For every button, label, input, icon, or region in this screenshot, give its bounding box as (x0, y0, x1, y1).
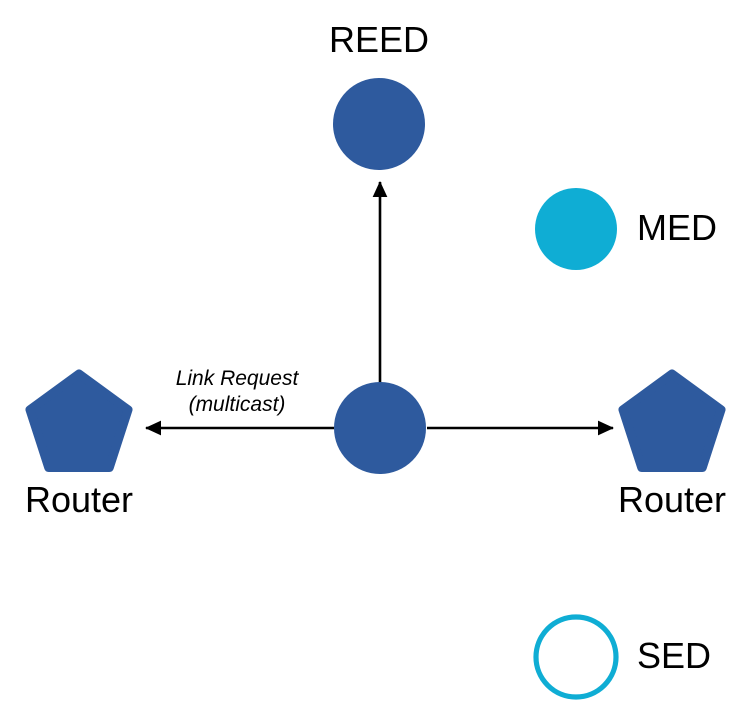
node-router-left[interactable] (25, 369, 133, 472)
node-sed[interactable] (533, 614, 619, 700)
edge-group (145, 181, 614, 436)
node-label-med: MED (637, 207, 717, 248)
edge-label-line-1: Link Request (175, 367, 299, 390)
node-label-sed: SED (637, 635, 712, 676)
edge-label-line-2: (multicast) (188, 393, 286, 417)
node-group (25, 78, 726, 700)
node-label-router-right: Router (617, 479, 727, 520)
node-reed[interactable] (333, 78, 425, 170)
node-router-right[interactable] (618, 369, 726, 472)
node-label-reed: REED (328, 19, 430, 60)
node-center-leader[interactable] (334, 382, 426, 474)
node-label-router-left: Router (24, 479, 134, 520)
node-med[interactable] (535, 188, 617, 270)
edge-label-link-request: Link Request (multicast) (176, 366, 299, 419)
